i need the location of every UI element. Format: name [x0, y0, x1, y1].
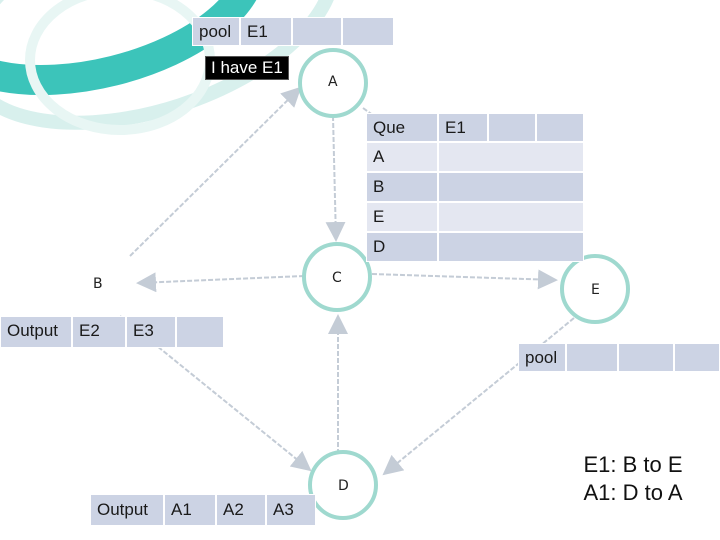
edge-c-e: [371, 269, 558, 290]
node-c: [302, 242, 372, 312]
node-b-label: B: [93, 276, 103, 292]
queue-header-cell-1: E1: [438, 113, 488, 142]
pool-top-cell-3: [342, 17, 394, 46]
queue-row-b-fill: [438, 172, 584, 202]
queue-row-a-fill: [438, 142, 584, 172]
queue-header-label: Que: [366, 113, 438, 142]
node-c-label: C: [332, 270, 342, 286]
node-a: [298, 48, 368, 118]
edge-e-d: [382, 317, 575, 476]
edge-a-c: [325, 115, 346, 242]
note-line-1: E1: B to E: [583, 452, 683, 477]
note-line-2: A1: D to A: [583, 480, 683, 505]
output-b-label: Output: [0, 316, 72, 348]
queue-header-cell-2: [488, 113, 536, 142]
queue-header-cell-3: [536, 113, 584, 142]
queue-row-a: A: [366, 142, 438, 172]
node-d: [308, 450, 378, 520]
edge-c-b: [136, 272, 305, 293]
queue-row-b: B: [366, 172, 438, 202]
node-e-label: E: [591, 282, 600, 298]
pool-right-cell-1: [566, 343, 618, 372]
pool-top-label: pool: [192, 17, 240, 46]
node-e: [560, 254, 630, 324]
queue-row-d-fill: [438, 232, 584, 262]
output-b-cell-3: [176, 316, 224, 348]
edge-b-d: [119, 315, 312, 472]
have-e1-label: I have E1: [205, 56, 289, 80]
node-a-label: A: [328, 74, 338, 90]
queue-row-e-fill: [438, 202, 584, 232]
output-d-cell-2: A2: [216, 494, 266, 526]
output-b-cell-2: E3: [126, 316, 176, 348]
output-d-label: Output: [90, 494, 164, 526]
output-b-cell-1: E2: [72, 316, 126, 348]
pool-top-cell-2: [292, 17, 342, 46]
node-d-label: D: [338, 478, 349, 494]
pool-right-label: pool: [518, 343, 566, 372]
output-d-cell-1: A1: [164, 494, 216, 526]
queue-row-e: E: [366, 202, 438, 232]
node-b: [62, 248, 132, 318]
pool-top-cell-1: E1: [240, 17, 292, 46]
queue-row-d: D: [366, 232, 438, 262]
edge-b-a: [129, 86, 302, 257]
pool-right-cell-2: [618, 343, 674, 372]
pool-right-cell-3: [674, 343, 720, 372]
output-d-cell-3: A3: [266, 494, 316, 526]
